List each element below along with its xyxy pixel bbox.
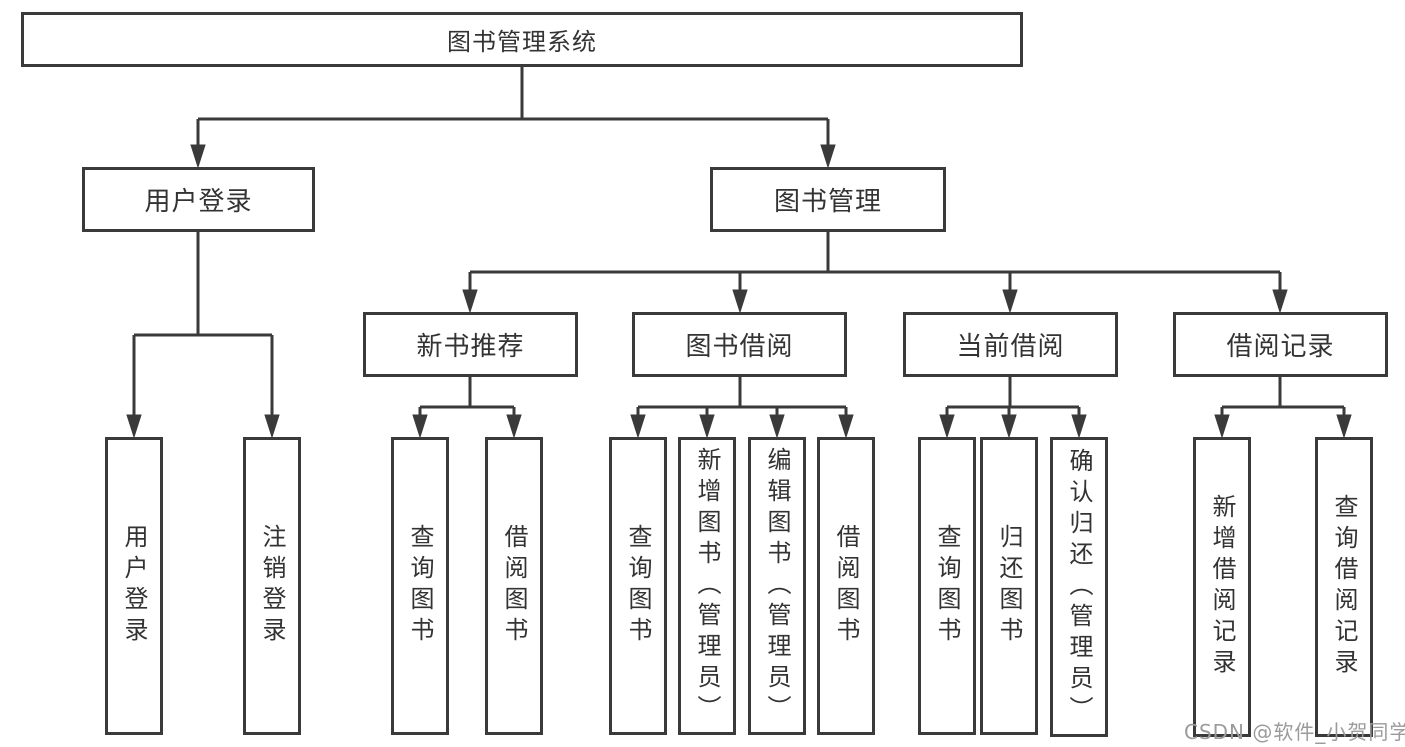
node-label: 借阅图书 [832,524,860,648]
node-label: 编辑图书（管理员） [763,446,791,726]
arrowhead [1071,414,1087,439]
leaf-return-book: 归还图书 [980,437,1038,735]
node-label: 注销登录 [258,524,286,648]
node-label: 图书管理系统 [447,28,597,56]
arrowhead [126,414,142,439]
node-label: 用户登录 [144,187,253,217]
arrowhead [732,289,748,314]
node-book-borrow: 图书借阅 [632,312,847,377]
node-root-library-management-system: 图书管理系统 [21,12,1023,67]
node-label: 图书管理 [773,187,882,217]
connector-new-book-recommend-children [412,377,522,439]
arrowhead [1001,414,1017,439]
arrowhead [1336,414,1352,439]
connector-borrow-records-children [1214,377,1352,439]
node-current-borrow: 当前借阅 [903,312,1118,377]
arrowhead [190,144,206,169]
node-user-login: 用户登录 [82,167,315,232]
node-label: 查询借阅记录 [1330,494,1358,680]
node-label: 查询图书 [406,524,434,648]
leaf-query-book-2: 查询图书 [609,437,667,735]
node-label: 借阅图书 [500,524,528,648]
arrowhead [769,414,785,439]
node-label: 查询图书 [624,524,652,648]
node-book-management: 图书管理 [710,167,946,232]
node-label: 新书推荐 [416,332,525,362]
arrowhead [939,414,955,439]
leaf-query-book-3: 查询图书 [918,437,976,735]
node-label: 用户登录 [120,524,148,648]
connector-book-borrow-children [630,377,854,439]
node-new-book-recommend: 新书推荐 [363,312,578,377]
csdn-watermark: CSDN @软件_小贺同学 [1184,720,1405,744]
arrowhead [630,414,646,439]
connector-root-to-level1 [190,67,836,169]
leaf-add-book-admin: 新增图书（管理员） [678,437,736,735]
arrowhead [699,414,715,439]
arrowhead [412,414,428,439]
node-label: 图书借阅 [685,332,794,362]
arrowhead [506,414,522,439]
arrowhead [1214,414,1230,439]
leaf-user-login: 用户登录 [105,437,163,735]
node-label: 查询图书 [933,524,961,648]
leaf-borrow-book-1: 借阅图书 [485,437,543,735]
arrowhead [1002,289,1018,314]
leaf-query-borrow-record: 查询借阅记录 [1315,437,1373,737]
connector-current-borrow-children [939,377,1087,439]
leaf-add-borrow-record: 新增借阅记录 [1193,437,1251,737]
arrowhead [838,414,854,439]
leaf-confirm-return-admin: 确认归还（管理员） [1050,437,1108,737]
node-label: 当前借阅 [956,332,1065,362]
node-label: 归还图书 [995,524,1023,648]
arrowhead [820,144,836,169]
node-label: 新增借阅记录 [1208,494,1236,680]
leaf-edit-book-admin: 编辑图书（管理员） [748,437,806,735]
node-borrow-records: 借阅记录 [1173,312,1388,377]
arrowhead [264,414,280,439]
arrowhead [462,289,478,314]
connector-book-management-children [462,232,1288,314]
leaf-borrow-book-2: 借阅图书 [817,437,875,735]
leaf-logout: 注销登录 [243,437,301,735]
node-label: 新增图书（管理员） [693,446,721,726]
leaf-query-book-1: 查询图书 [391,437,449,735]
node-label: 借阅记录 [1226,332,1335,362]
arrowhead [1272,289,1288,314]
connector-user-login-children [126,232,280,439]
node-label: 确认归还（管理员） [1065,447,1093,727]
